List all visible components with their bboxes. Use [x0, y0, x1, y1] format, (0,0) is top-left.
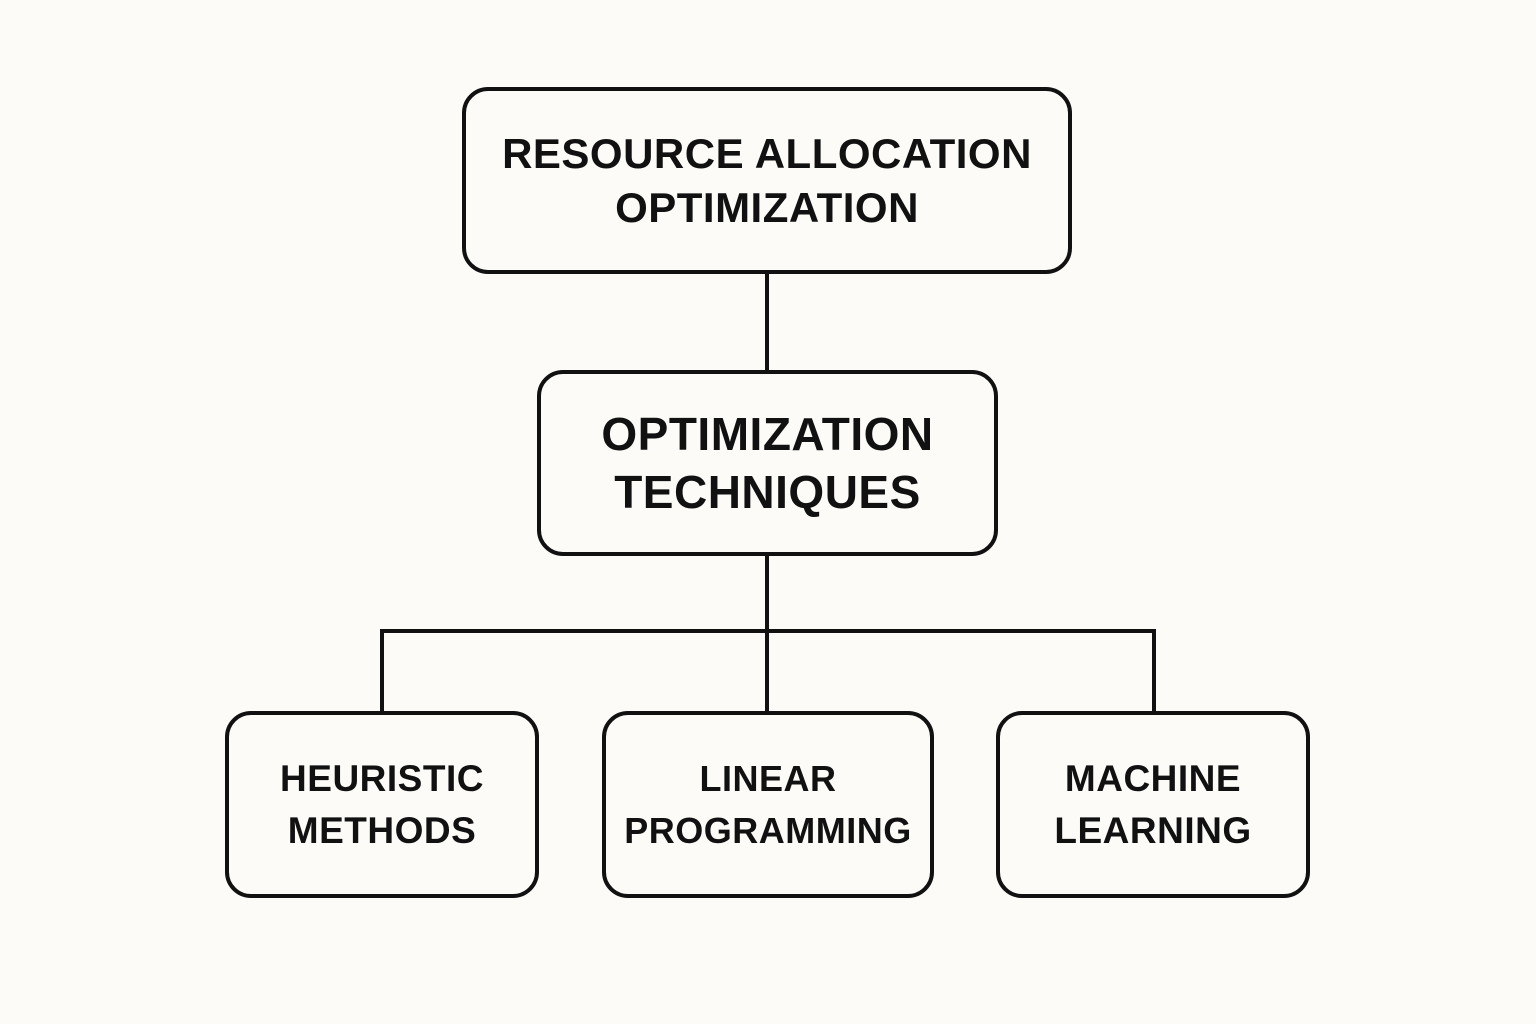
node-middle-line2: TECHNIQUES: [614, 466, 921, 518]
node-machine-line2: LEARNING: [1054, 809, 1252, 851]
node-linear-programming: LINEAR PROGRAMMING: [602, 711, 934, 898]
node-root-line1: RESOURCE ALLOCATION: [502, 129, 1032, 177]
node-resource-allocation-optimization: RESOURCE ALLOCATION OPTIMIZATION: [462, 87, 1072, 274]
node-middle-line1: OPTIMIZATION: [601, 408, 934, 460]
node-linear-line1: LINEAR: [699, 757, 837, 799]
node-heuristic-line2: METHODS: [287, 809, 477, 851]
node-heuristic-line1: HEURISTIC: [280, 757, 484, 799]
node-machine-line1: MACHINE: [1064, 757, 1242, 799]
node-heuristic-methods: HEURISTIC METHODS: [225, 711, 539, 898]
node-machine-learning: MACHINE LEARNING: [996, 711, 1310, 898]
node-optimization-techniques: OPTIMIZATION TECHNIQUES: [537, 370, 998, 556]
node-root-line2: OPTIMIZATION: [615, 183, 919, 231]
node-linear-line2: PROGRAMMING: [624, 809, 912, 851]
